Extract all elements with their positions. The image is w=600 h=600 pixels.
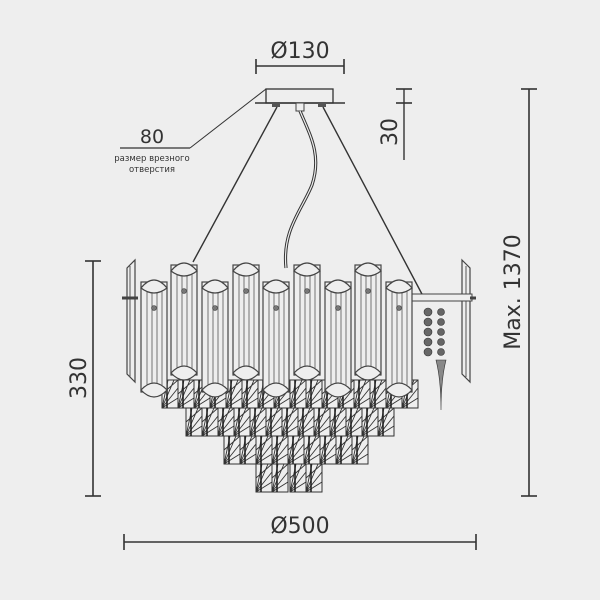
cutout-caption-line2: отверстия: [129, 165, 175, 175]
canopy-diameter-label: Ø130: [270, 39, 329, 64]
dim-canopy-diameter: Ø130: [255, 39, 345, 74]
max-height-label: Max. 1370: [501, 234, 526, 349]
canopy-height-label: 30: [378, 118, 403, 146]
cutout-caption-line1: размер врезного: [114, 154, 189, 164]
dim-body-height: 330: [67, 260, 101, 497]
cutout-size-label: 80: [140, 126, 164, 148]
bead-strands: [423, 307, 447, 411]
dim-body-diameter: Ø500: [123, 514, 477, 550]
dim-canopy-height: 30: [378, 88, 412, 160]
suspension-wires: [192, 106, 424, 297]
hanging-prisms: [161, 379, 419, 493]
canopy: [255, 88, 345, 112]
dim-cutout: 80 размер врезного отверстия: [114, 88, 267, 175]
dim-max-height: Max. 1370: [501, 88, 537, 497]
crystal-tubes: [140, 262, 413, 398]
body-diameter-label: Ø500: [270, 514, 329, 539]
body-height-label: 330: [67, 357, 92, 399]
